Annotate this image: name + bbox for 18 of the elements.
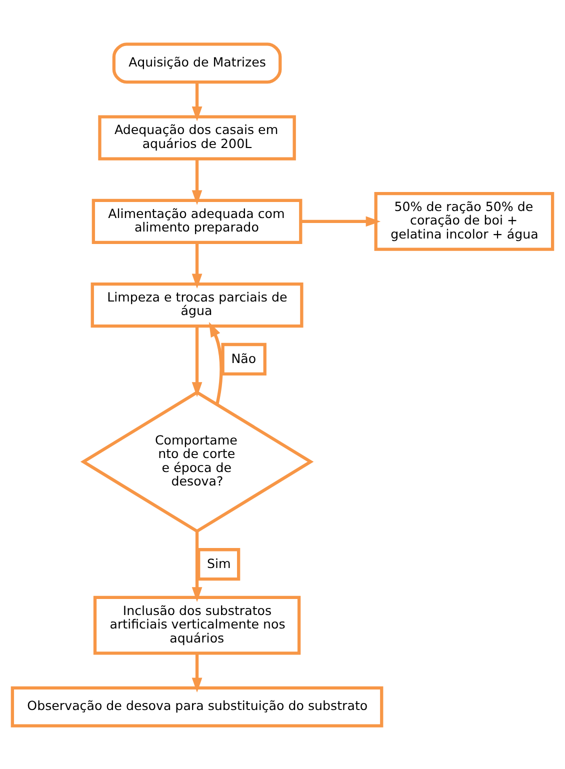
- arrow: [192, 158, 202, 204]
- arrow: [192, 530, 202, 602]
- arrow: [192, 242, 202, 288]
- arrow: [192, 326, 202, 396]
- node-box: Observação de desova para substituição do substrato: [10, 686, 384, 727]
- node-box: Alimentação adequada com alimento preparado: [92, 198, 302, 244]
- node-box: 50% de ração 50% de coração de boi + gelatina incolor + água: [374, 191, 554, 250]
- arrow: [300, 216, 381, 226]
- edge-label: Sim: [207, 556, 231, 571]
- arrow: [208, 322, 223, 404]
- node-box: Aquisição de Matrizes: [112, 42, 282, 84]
- node-diamond: Comportame nto de corte e época de desova?: [80, 390, 314, 533]
- node-box: Adequação dos casais em aquários de 200L: [98, 114, 296, 160]
- edge-label: Não: [231, 350, 256, 366]
- arrow: [192, 82, 202, 121]
- node-box: Inclusão dos substratos artificiais verticalmente nos aquários: [93, 595, 301, 654]
- arrow: [192, 652, 202, 692]
- node-box: Limpeza e trocas parciais de água: [90, 282, 304, 328]
